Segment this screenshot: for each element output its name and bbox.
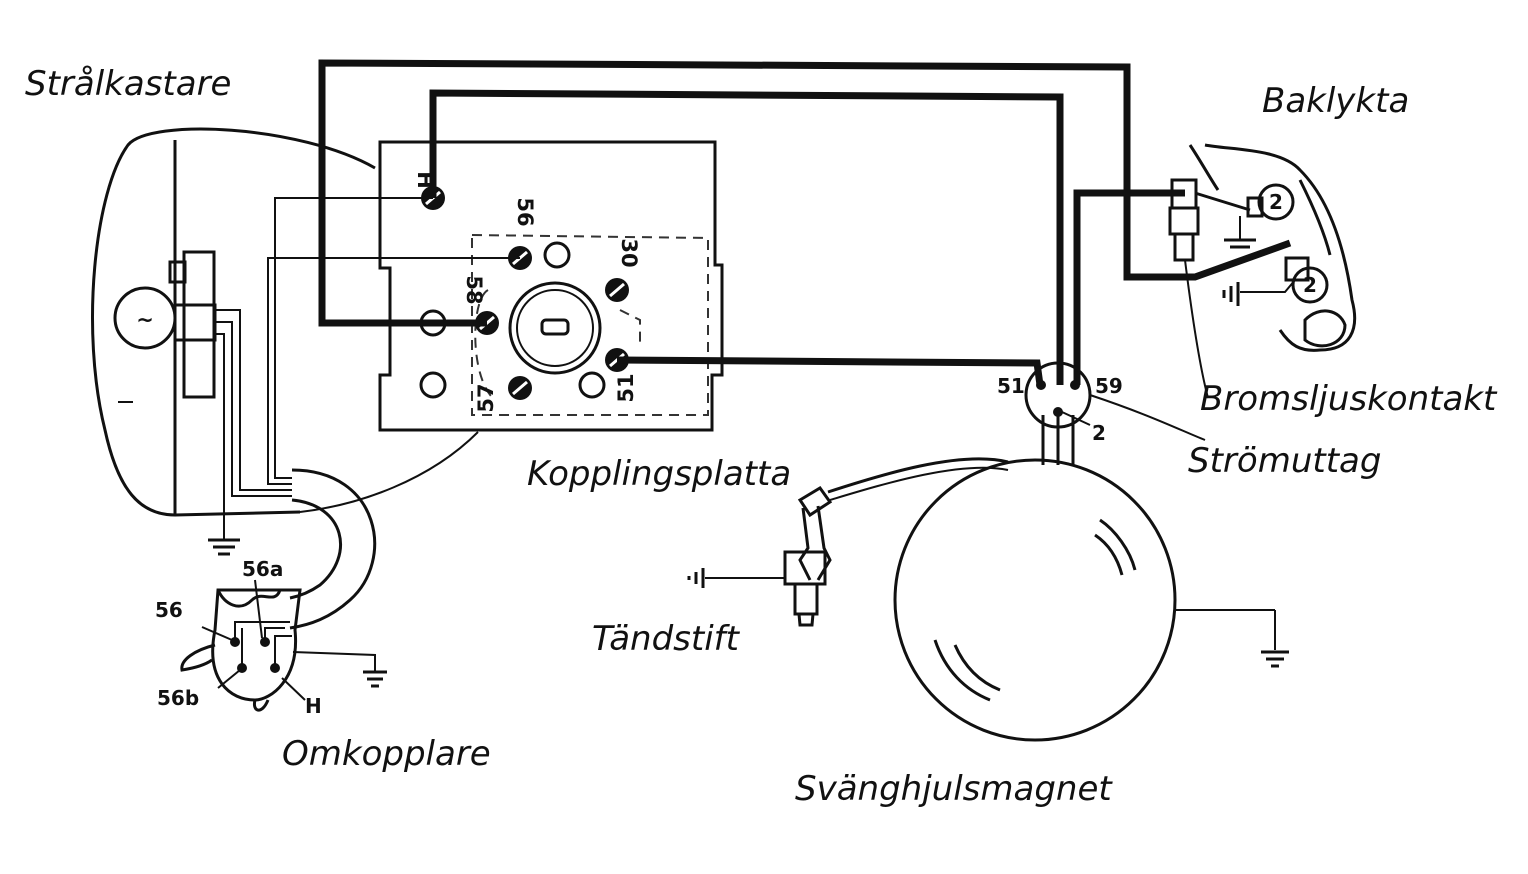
switch-terminal-56a-label: 56a	[242, 557, 283, 581]
light-switch	[180, 579, 387, 712]
brake-light-switch-label: Bromsljuskontakt	[1200, 379, 1498, 419]
switch-label: Omkopplare	[282, 734, 491, 774]
outlet-terminal-2-label: 2	[1092, 421, 1106, 445]
ignition-lock	[508, 281, 602, 375]
harness-wires	[214, 197, 520, 540]
ground-headlight	[208, 538, 240, 556]
brake-light-switch	[1168, 178, 1209, 399]
switch-terminal-h-label: H	[305, 694, 322, 718]
outlet-terminal-51-label: 51	[997, 374, 1025, 398]
cable-sleeve	[289, 468, 377, 630]
tail-light-label: Baklykta	[1262, 81, 1409, 121]
headlamp-bulb	[113, 286, 177, 350]
main-wires	[318, 59, 1292, 386]
flywheel-magneto	[893, 415, 1289, 742]
tail-light: 2 2	[1188, 143, 1357, 352]
terminal-30-label: 30	[617, 238, 641, 267]
switch-terminal-56-label: 56	[155, 598, 183, 622]
spark-plug-label: Tändstift	[592, 619, 741, 659]
outlet-terminal-59-label: 59	[1095, 374, 1123, 398]
switch-terminal-56b-label: 56b	[157, 686, 199, 710]
terminal-57-screw	[508, 376, 532, 400]
headlamp-symbol: ~	[136, 308, 154, 332]
headlight-label: Strålkastare	[25, 64, 231, 104]
tail-bulb-upper-symbol: 2	[1269, 190, 1283, 214]
tail-bulb-upper	[1257, 183, 1295, 221]
flywheel-magneto-label: Svänghjulsmagnet	[795, 769, 1113, 809]
terminal-56-label: 56	[513, 197, 537, 226]
terminal-58-label: 58	[462, 275, 486, 304]
terminal-57-label: 57	[474, 383, 498, 412]
coupling-plate-label: Kopplingsplatta	[527, 454, 791, 494]
power-outlet	[1024, 361, 1206, 441]
terminal-30-screw	[605, 278, 629, 302]
tail-bulb-lower	[1291, 266, 1329, 304]
tail-bulb-lower-symbol: 2	[1303, 273, 1317, 297]
terminal-51-label: 51	[614, 373, 638, 402]
power-outlet-label: Strömuttag	[1188, 441, 1381, 481]
